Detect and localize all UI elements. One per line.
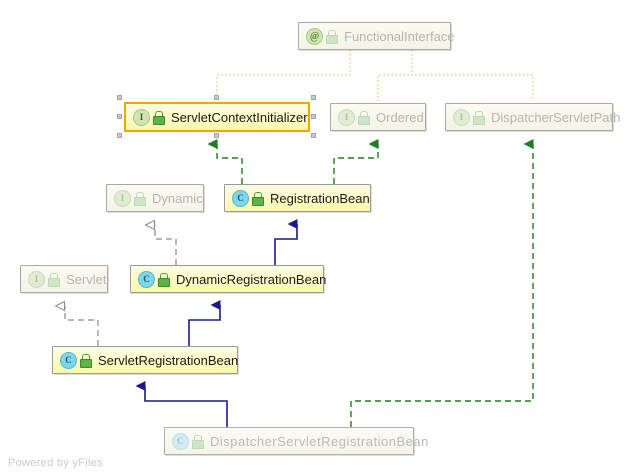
interface-icon: I bbox=[453, 108, 470, 126]
lock-icon bbox=[48, 273, 60, 287]
interface-icon: I bbox=[28, 270, 45, 288]
uml-node-dynamicregistrationbean[interactable]: C DynamicRegistrationBean bbox=[130, 265, 327, 293]
edge-implements-dynamicregistrationbean-dynamic bbox=[155, 225, 177, 265]
lock-icon bbox=[473, 111, 485, 125]
node-label: ServletRegistrationBean bbox=[98, 352, 239, 368]
uml-node-servletregistrationbean[interactable]: C ServletRegistrationBean bbox=[52, 346, 238, 374]
lock-icon bbox=[134, 192, 146, 206]
node-label: DynamicRegistrationBean bbox=[176, 271, 327, 287]
node-label: DispatcherServletPath bbox=[491, 109, 621, 125]
lock-icon bbox=[326, 30, 338, 44]
uml-node-servlet[interactable]: I Servlet bbox=[20, 265, 108, 293]
selection-handle-top-right[interactable] bbox=[311, 95, 316, 100]
selection-handle-top-center[interactable] bbox=[214, 95, 219, 100]
edge-annotation-to-dispatcherservletpath bbox=[411, 50, 534, 101]
uml-node-dispatcherservletregistrationbean[interactable]: C DispatcherServletRegistrationBean bbox=[164, 427, 428, 455]
edge-generalization-dispatcherservletregistrationbean-servletregistrationbean bbox=[135, 381, 228, 427]
uml-node-registrationbean[interactable]: C RegistrationBean bbox=[224, 184, 371, 212]
class-icon: C bbox=[138, 270, 155, 288]
lock-icon bbox=[80, 354, 92, 368]
node-label: Servlet bbox=[66, 271, 107, 287]
lock-icon bbox=[158, 273, 170, 287]
class-icon: C bbox=[60, 351, 77, 369]
edge-realization-registrationbean-servletcontextinitializer bbox=[207, 139, 243, 184]
edge-realization-dispatcherservletregistrationbean-dispatcherservletpath bbox=[350, 139, 534, 427]
uml-node-ordered[interactable]: I Ordered bbox=[330, 103, 426, 131]
annotation-icon: @ bbox=[306, 27, 323, 45]
selection-handle-middle-left[interactable] bbox=[117, 114, 122, 119]
uml-node-servletcontextinitializer[interactable]: I ServletContextInitializer bbox=[124, 102, 310, 132]
edge-realization-registrationbean-ordered bbox=[333, 139, 379, 184]
selection-handle-top-left[interactable] bbox=[117, 95, 122, 100]
node-label: DispatcherServletRegistrationBean bbox=[210, 433, 429, 449]
uml-node-dispatcherservletpath[interactable]: I DispatcherServletPath bbox=[445, 103, 620, 131]
selection-handle-bottom-right[interactable] bbox=[311, 133, 316, 138]
uml-node-dynamic[interactable]: I Dynamic bbox=[106, 184, 204, 212]
node-label: Ordered bbox=[376, 109, 424, 125]
lock-icon bbox=[252, 192, 264, 206]
lock-icon bbox=[358, 111, 370, 125]
interface-icon: I bbox=[338, 108, 355, 126]
selection-handle-middle-right[interactable] bbox=[311, 114, 316, 119]
edge-generalization-dynamicregistrationbean-registrationbean bbox=[274, 219, 298, 265]
selection-handle-bottom-center[interactable] bbox=[214, 133, 219, 138]
node-label: Dynamic bbox=[152, 190, 203, 206]
edge-generalization-servletregistrationbean-dynamicregistrationbean bbox=[188, 300, 221, 346]
edge-implements-servletregistrationbean-servlet bbox=[65, 306, 99, 346]
node-label: RegistrationBean bbox=[270, 190, 370, 206]
node-label: ServletContextInitializer bbox=[171, 109, 308, 125]
interface-icon: I bbox=[114, 189, 131, 207]
class-icon: C bbox=[232, 189, 249, 207]
interface-icon: I bbox=[133, 108, 150, 126]
edge-annotation-to-servletcontextinitializer bbox=[216, 50, 351, 100]
uml-node-functionalinterface[interactable]: @ FunctionalInterface bbox=[298, 22, 455, 50]
class-icon: C bbox=[172, 432, 189, 450]
lock-icon bbox=[153, 111, 165, 125]
node-label: FunctionalInterface bbox=[344, 28, 455, 44]
lock-icon bbox=[192, 435, 204, 449]
yfiles-watermark: Powered by yFiles bbox=[8, 457, 103, 469]
edge-annotation-to-ordered bbox=[377, 50, 413, 101]
selection-handle-bottom-left[interactable] bbox=[117, 133, 122, 138]
